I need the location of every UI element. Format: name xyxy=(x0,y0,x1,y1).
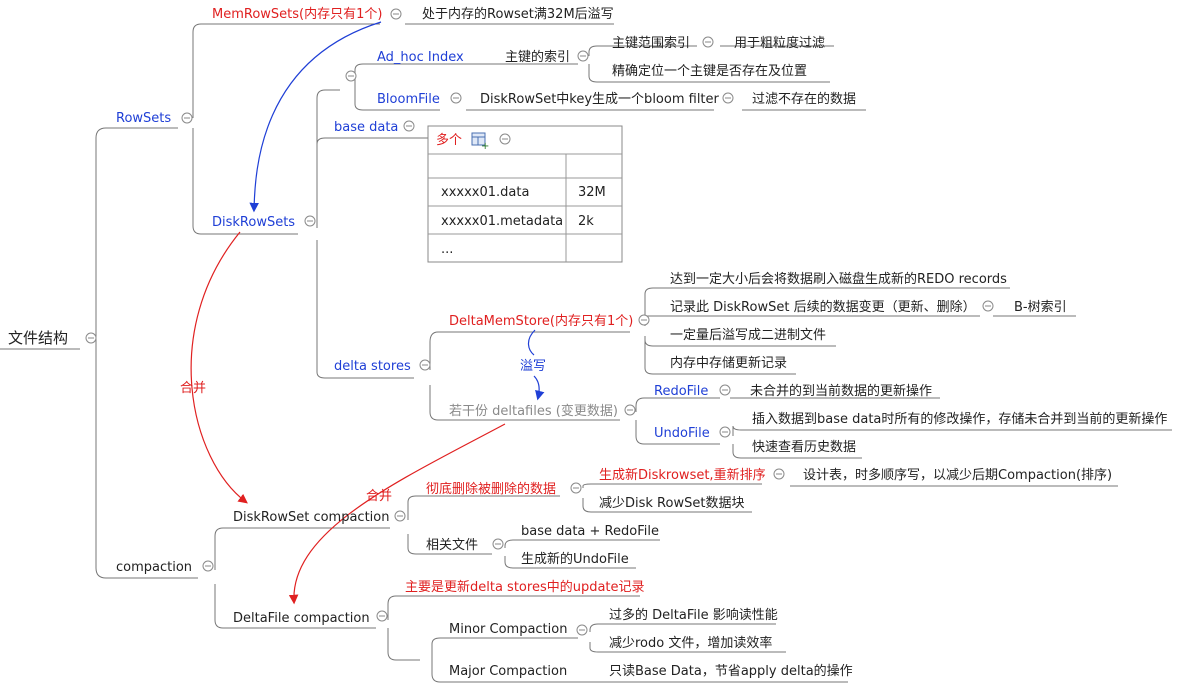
collapse-toggle-icon[interactable] xyxy=(390,8,402,20)
coarse-filter-note[interactable]: 用于粗粒度过滤 xyxy=(734,35,825,51)
redofile-desc[interactable]: 未合并的到当前数据的更新操作 xyxy=(750,383,932,399)
merge-arrow xyxy=(288,423,506,605)
collapse-toggle-icon[interactable] xyxy=(719,384,731,396)
merge-arrow xyxy=(190,231,248,504)
spill-label: 溢写 xyxy=(520,359,546,374)
reduce-blocks-note[interactable]: 减少Disk RowSet数据块 xyxy=(599,496,744,511)
deltafile-compaction-node[interactable]: DeltaFile compaction xyxy=(233,611,370,626)
table-title: 多个 xyxy=(436,132,462,148)
rowsets-node[interactable]: RowSets xyxy=(116,111,171,126)
dms-note-3[interactable]: 一定量后溢写成二进制文件 xyxy=(670,328,826,343)
minor-note-2[interactable]: 减少rodo 文件，增加读效率 xyxy=(609,635,772,651)
delta-stores-node[interactable]: delta stores xyxy=(334,359,411,374)
design-note[interactable]: 设计表，时多顺序写，以减少后期Compaction(排序) xyxy=(803,467,1112,483)
collapse-toggle-icon[interactable] xyxy=(419,359,431,371)
collapse-toggle-icon[interactable] xyxy=(577,50,589,62)
dms-note-1[interactable]: 达到一定大小后会将数据刷入磁盘生成新的REDO records xyxy=(670,271,1007,287)
base-data-node[interactable]: base data xyxy=(334,120,398,135)
relationship-arrow xyxy=(249,21,382,213)
dms-note-2[interactable]: 记录此 DiskRowSet 后续的数据变更（更新、删除） xyxy=(670,299,976,315)
ad-hoc-index-node[interactable]: Ad_hoc Index xyxy=(377,50,464,65)
pk-locate-note[interactable]: 精确定位一个主键是否存在及位置 xyxy=(612,64,807,79)
pk-range-index-node[interactable]: 主键范围索引 xyxy=(612,36,690,51)
collapse-toggle-icon[interactable] xyxy=(722,92,734,104)
collapse-toggle-icon[interactable] xyxy=(304,215,316,227)
table-cell: xxxxx01.data xyxy=(441,185,529,200)
collapse-toggle-icon[interactable] xyxy=(492,538,504,550)
root-node[interactable]: 文件结构 xyxy=(8,329,68,347)
table-cell: 32M xyxy=(578,185,606,200)
major-note[interactable]: 只读Base Data，节省apply delta的操作 xyxy=(609,663,853,679)
base-redo-note[interactable]: base data + RedoFile xyxy=(521,524,659,539)
related-files-node[interactable]: 相关文件 xyxy=(426,538,478,553)
collapse-toggle-icon[interactable] xyxy=(394,510,406,522)
undofile-desc-1[interactable]: 插入数据到base data时所有的修改操作，存储未合并到当前的更新操作 xyxy=(752,411,1167,427)
bloom-desc-node[interactable]: DiskRowSet中key生成一个bloom filter xyxy=(480,92,720,107)
collapse-toggle-icon[interactable] xyxy=(702,36,714,48)
collapse-toggle-icon[interactable] xyxy=(202,560,214,572)
table-cell: xxxxx01.metadata xyxy=(441,214,563,229)
collapse-toggle-icon[interactable] xyxy=(638,314,650,326)
collapse-toggle-icon[interactable] xyxy=(85,332,97,344)
undofile-desc-2[interactable]: 快速查看历史数据 xyxy=(752,439,856,455)
btree-index-note[interactable]: B-树索引 xyxy=(1014,300,1067,315)
redofile-node[interactable]: RedoFile xyxy=(654,384,708,399)
collapse-toggle-icon[interactable] xyxy=(403,120,415,132)
spill-arrow xyxy=(527,329,539,398)
collapse-toggle-icon[interactable] xyxy=(450,92,462,104)
collapse-toggle-icon[interactable] xyxy=(576,624,588,636)
merge-label: 合并 xyxy=(366,489,392,504)
purge-deleted-node[interactable]: 彻底删除被删除的数据 xyxy=(426,481,556,497)
bloom-filter-note[interactable]: 过滤不存在的数据 xyxy=(752,91,856,107)
new-undo-note[interactable]: 生成新的UndoFile xyxy=(521,551,629,567)
collapse-toggle-icon[interactable] xyxy=(499,133,511,145)
collapse-toggle-icon[interactable] xyxy=(376,610,388,622)
bloomfile-node[interactable]: BloomFile xyxy=(377,92,440,107)
collapse-toggle-icon[interactable] xyxy=(624,404,636,416)
deltafile-note[interactable]: 主要是更新delta stores中的update记录 xyxy=(405,579,645,595)
memrowsets-note[interactable]: 处于内存的Rowset满32M后溢写 xyxy=(422,6,614,22)
drs-compaction-node[interactable]: DiskRowSet compaction xyxy=(233,510,389,525)
table-cell: ... xyxy=(441,242,453,257)
primary-index-node[interactable]: 主键的索引 xyxy=(505,49,570,65)
deltamemstore-node[interactable]: DeltaMemStore(内存只有1个) xyxy=(449,313,633,329)
merge-label: 合并 xyxy=(180,381,206,396)
collapse-toggle-icon[interactable] xyxy=(570,482,582,494)
diskrowsets-node[interactable]: DiskRowSets xyxy=(212,215,295,230)
collapse-toggle-icon[interactable] xyxy=(181,112,193,124)
minor-note-1[interactable]: 过多的 DeltaFile 影响读性能 xyxy=(609,607,778,623)
undofile-node[interactable]: UndoFile xyxy=(654,426,710,441)
table-icon[interactable]: + xyxy=(471,132,489,152)
collapse-toggle-icon[interactable] xyxy=(345,70,357,82)
connector-lines xyxy=(0,23,1172,683)
memrowsets-node[interactable]: MemRowSets(内存只有1个) xyxy=(212,6,382,22)
collapse-toggle-icon[interactable] xyxy=(773,468,785,480)
dms-note-4[interactable]: 内存中存储更新记录 xyxy=(670,355,787,371)
minor-compaction-node[interactable]: Minor Compaction xyxy=(449,622,567,637)
collapse-toggle-icon[interactable] xyxy=(982,300,994,312)
new-diskrowset-node[interactable]: 生成新Diskrowset,重新排序 xyxy=(599,467,766,483)
table-cell: 2k xyxy=(578,214,594,229)
collapse-toggle-icon[interactable] xyxy=(719,426,731,438)
svg-text:+: + xyxy=(481,141,489,152)
compaction-node[interactable]: compaction xyxy=(116,560,192,575)
base-data-table[interactable]: 多个 + xxxxx01.data 32M xxxxx01.metadata 2… xyxy=(427,125,623,263)
deltafiles-node[interactable]: 若干份 deltafiles (变更数据) xyxy=(449,403,618,419)
major-compaction-node[interactable]: Major Compaction xyxy=(449,664,567,679)
